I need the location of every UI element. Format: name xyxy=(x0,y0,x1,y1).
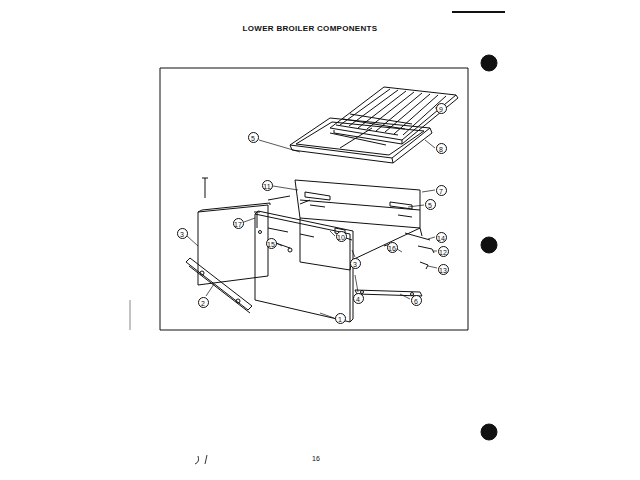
front-panel xyxy=(255,211,353,322)
callout-number: 17 xyxy=(233,218,244,229)
drawer-handle xyxy=(186,258,252,313)
figure-frame xyxy=(160,68,468,330)
binder-hole xyxy=(481,237,497,253)
callout-number: 12 xyxy=(438,246,449,257)
callout-number: 1 xyxy=(335,313,346,324)
diagram-title: LOWER BROILER COMPONENTS xyxy=(243,24,378,33)
callout-number: 8 xyxy=(436,143,447,154)
callout-number: 3 xyxy=(350,258,361,269)
handwriting xyxy=(195,455,207,464)
callout-number: 3 xyxy=(177,228,188,239)
callout-number: 11 xyxy=(262,180,273,191)
broiler-drawer xyxy=(295,180,434,296)
callout-number: 10 xyxy=(336,231,347,242)
callout-number: 6 xyxy=(411,295,422,306)
leader-lines xyxy=(187,108,440,318)
callout-number: 16 xyxy=(387,242,398,253)
callout-number: 5 xyxy=(425,199,436,210)
callout-number: 7 xyxy=(436,185,447,196)
broiler-pan xyxy=(290,118,432,163)
callout-number: 5 xyxy=(248,132,259,143)
callout-number: 4 xyxy=(353,293,364,304)
page-rule xyxy=(452,11,505,13)
callout-number: 2 xyxy=(198,297,209,308)
callout-number: 13 xyxy=(438,264,449,275)
page-number: 16 xyxy=(312,455,320,462)
screws xyxy=(202,178,352,248)
binder-hole xyxy=(481,55,497,71)
callout-number: 15 xyxy=(266,238,277,249)
callout-number: 14 xyxy=(436,232,447,243)
callout-number: 9 xyxy=(436,103,447,114)
edge-mark xyxy=(130,300,131,330)
broiler-grate xyxy=(330,87,458,144)
binder-hole xyxy=(481,424,497,440)
